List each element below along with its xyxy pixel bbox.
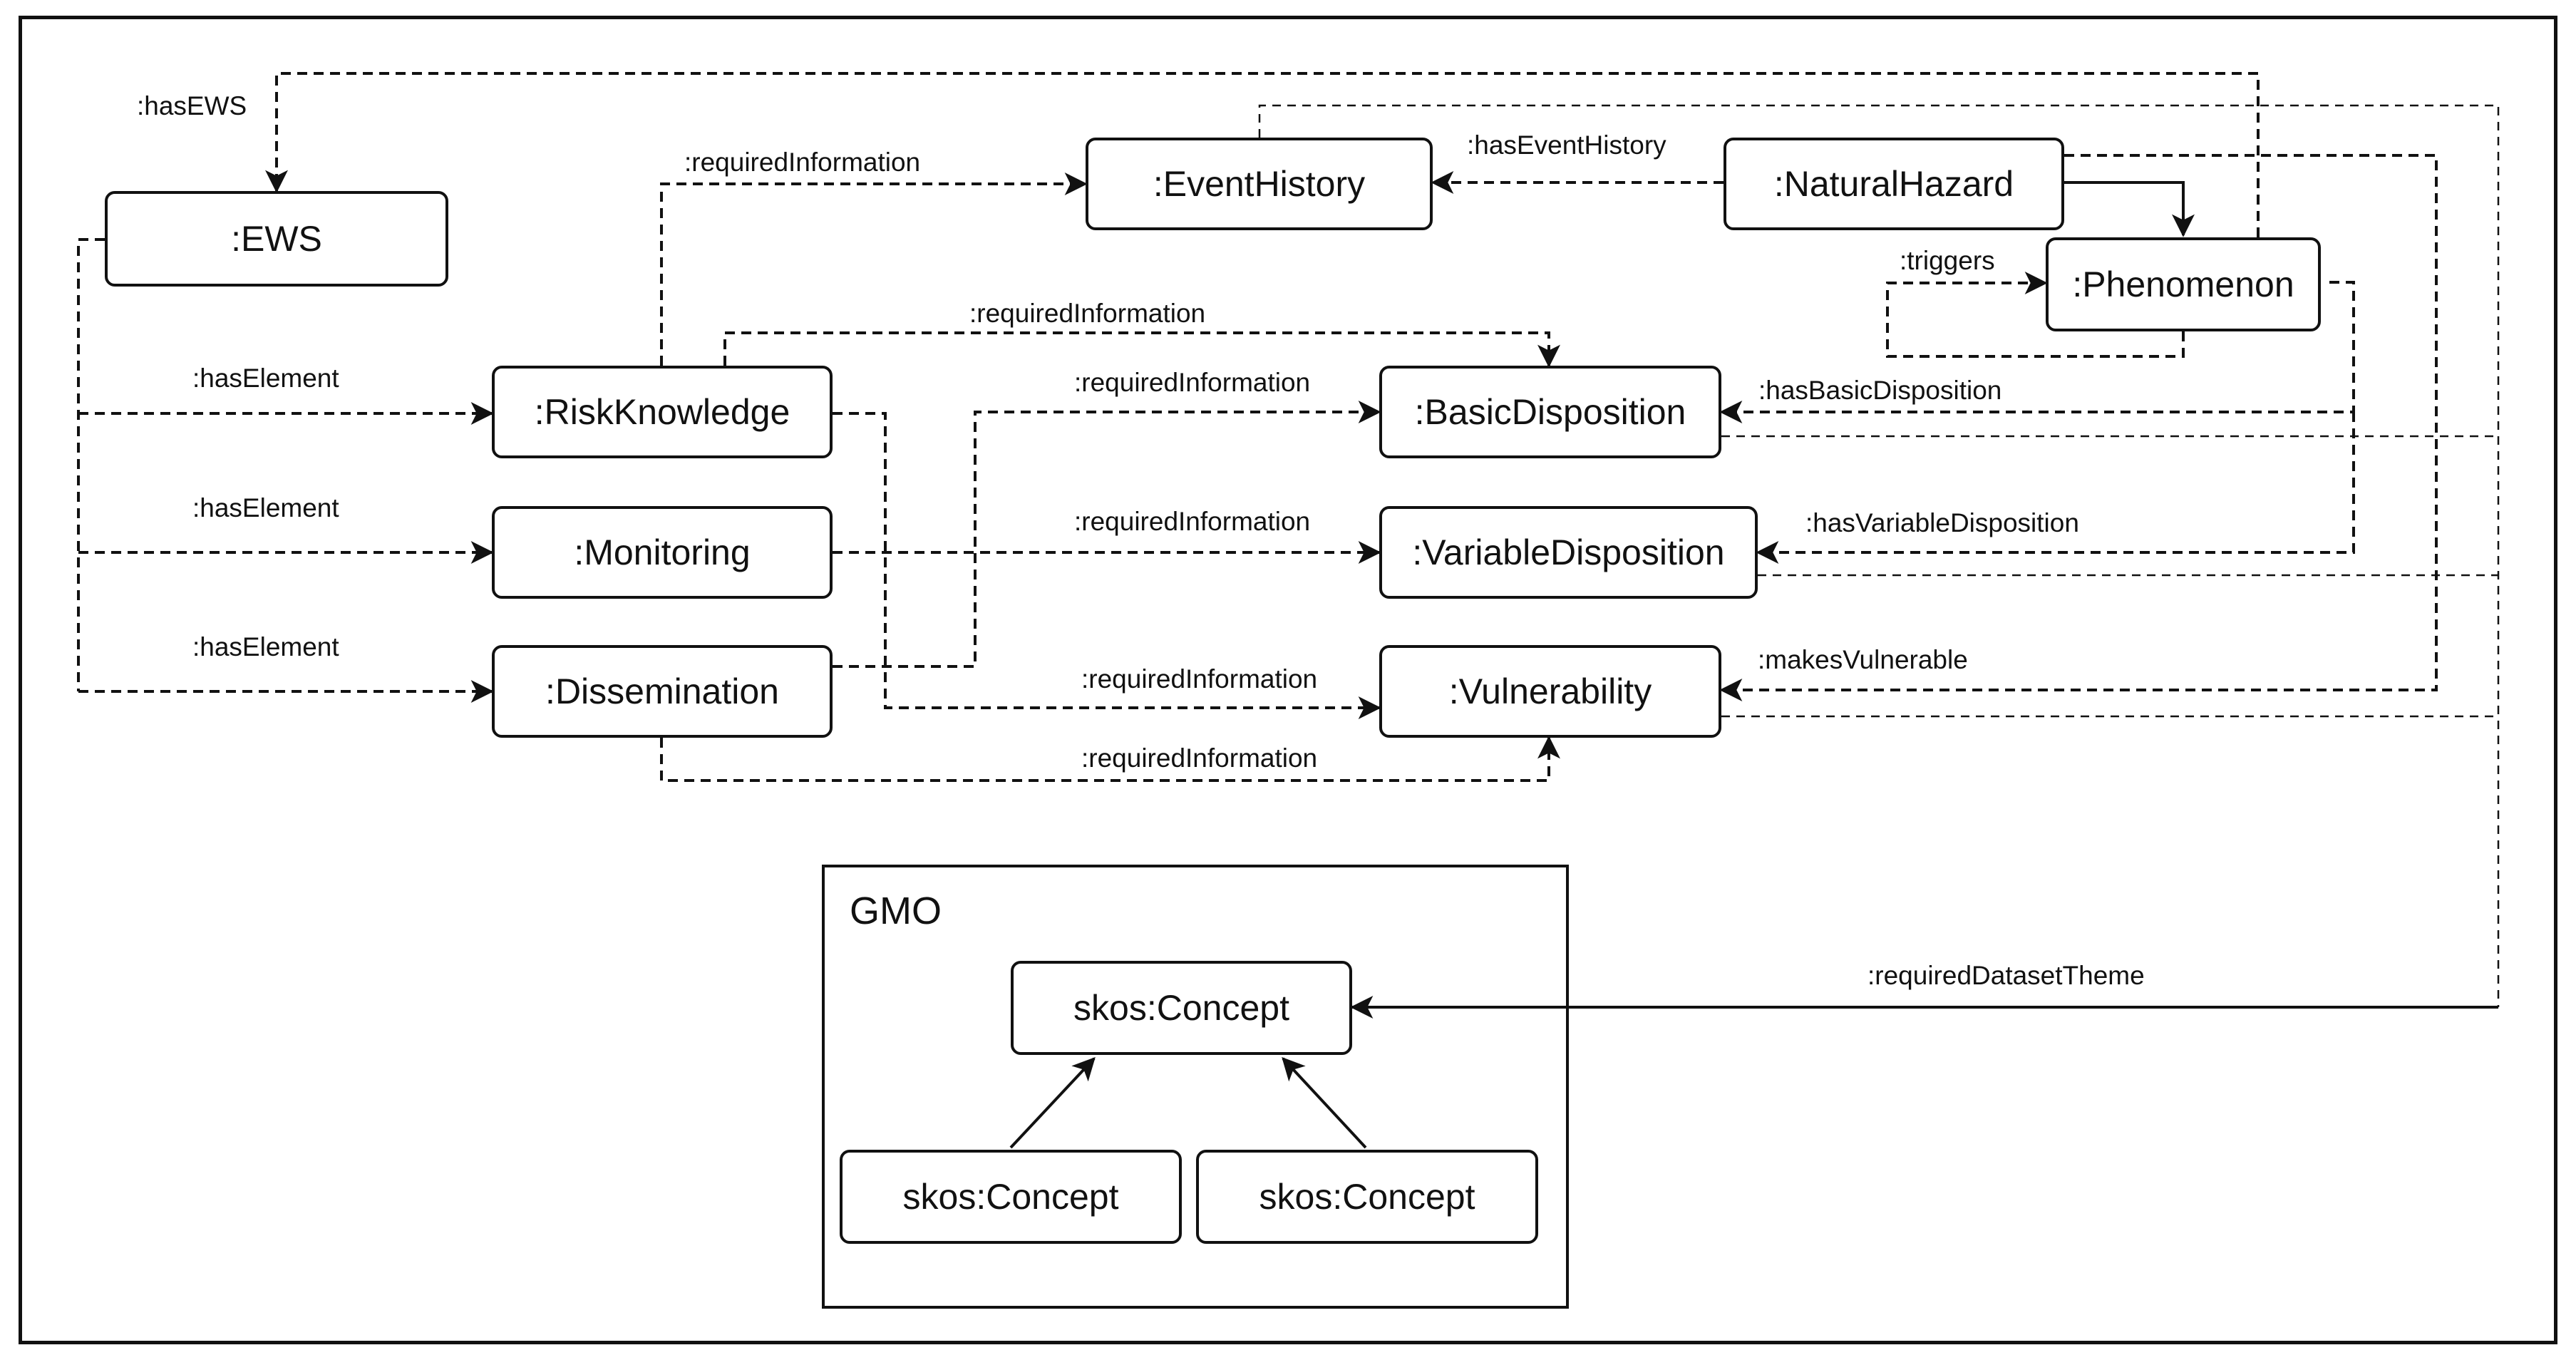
edge-ri-rk-basic <box>723 331 1560 368</box>
label-has-event-history: :hasEventHistory <box>1467 130 1666 160</box>
label-ri-diss-basic: :requiredInformation <box>1074 368 1311 397</box>
label-triggers: :triggers <box>1900 246 1995 275</box>
label-ri-diss-vuln: :requiredInformation <box>1081 743 1318 773</box>
edge-subclass-right <box>1282 1057 1367 1149</box>
label-required-dataset-theme: :requiredDatasetTheme <box>1867 961 2145 990</box>
node-ews: :EWS <box>105 191 448 287</box>
edge-ri-rk-vuln <box>833 412 1381 719</box>
node-vulnerability: :Vulnerability <box>1379 645 1721 738</box>
node-phenomenon: :Phenomenon <box>2046 237 2321 331</box>
edge-ri-diss-vuln <box>660 736 1560 782</box>
label-ri-mon-var: :requiredInformation <box>1074 507 1311 536</box>
edge-ews-spine <box>77 238 105 691</box>
label-has-ews: :hasEWS <box>137 91 247 120</box>
node-concept-right: skos:Concept <box>1196 1150 1538 1244</box>
node-natural-hazard: :NaturalHazard <box>1724 138 2064 230</box>
edge-makes-vulnerable <box>1719 154 2438 701</box>
node-concept-left: skos:Concept <box>840 1150 1182 1244</box>
gmo-group <box>822 865 1569 1309</box>
node-variable-disposition: :VariableDisposition <box>1379 506 1758 599</box>
label-ri-rk-basic: :requiredInformation <box>969 299 1206 328</box>
node-basic-disposition: :BasicDisposition <box>1379 366 1721 458</box>
label-has-element-1: :hasElement <box>192 364 339 393</box>
edge-has-ews <box>265 72 2260 237</box>
label-has-element-2: :hasElement <box>192 493 339 522</box>
diagram-frame <box>19 16 2557 1344</box>
edge-ri-diss-basic <box>833 401 1381 668</box>
edge-has-basic-disposition <box>1719 281 2355 423</box>
label-ri-rk-vuln: :requiredInformation <box>1081 664 1318 694</box>
edge-hazard-phenomenon <box>2064 181 2195 237</box>
node-monitoring: :Monitoring <box>492 506 833 599</box>
label-has-variable-disposition: :hasVariableDisposition <box>1805 508 2079 537</box>
node-risk-knowledge: :RiskKnowledge <box>492 366 833 458</box>
label-has-basic-disposition: :hasBasicDisposition <box>1758 376 2002 405</box>
gmo-title: GMO <box>850 890 942 932</box>
label-has-element-3: :hasElement <box>192 632 339 661</box>
edge-eventhistory-dataset <box>1258 104 2500 1007</box>
edge-subclass-left <box>1009 1057 1096 1149</box>
edge-ri-rk-event <box>660 172 1088 366</box>
node-event-history: :EventHistory <box>1086 138 1433 230</box>
edge-has-variable-disposition <box>1756 412 2355 564</box>
node-dissemination: :Dissemination <box>492 645 833 738</box>
label-ri-rk-event: :requiredInformation <box>684 148 921 177</box>
node-concept-top: skos:Concept <box>1011 961 1352 1055</box>
label-makes-vulnerable: :makesVulnerable <box>1758 645 1968 674</box>
edge-triggers <box>1886 272 2185 358</box>
